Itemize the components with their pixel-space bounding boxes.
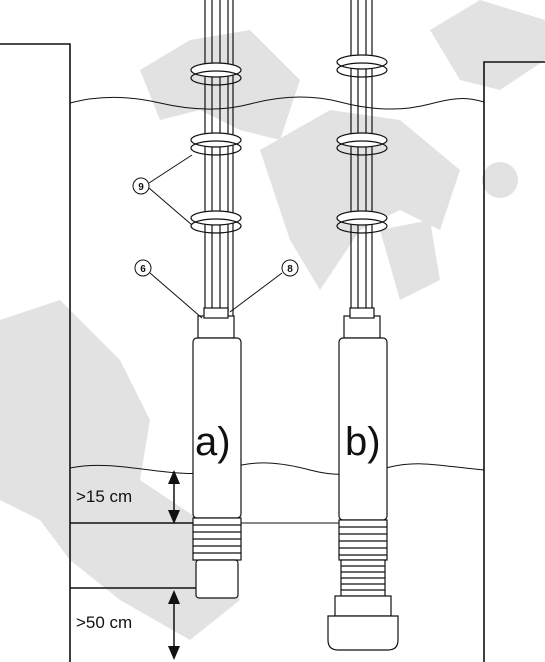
dimension-lower-label: >50 cm [76,613,132,632]
minimum-level-line [69,462,485,475]
cable-tie [336,210,388,234]
dimension-upper [70,470,339,524]
callout-6: 6 [134,259,203,319]
dimension-upper-label: >15 cm [76,487,132,506]
dimension-lower [70,587,196,660]
callout-cable-ties: 9 [132,154,193,226]
water-surface-line [69,96,485,110]
watermark [0,0,545,640]
callout-9-number: 9 [138,182,144,193]
cable-tie [336,132,388,156]
pump-b [327,0,399,651]
callout-8-number: 8 [287,264,293,275]
pump-b-label: b) [345,420,381,464]
pump-a-label: a) [195,420,231,464]
callout-8: 8 [229,259,299,313]
cable-tie [190,210,242,234]
cable-tie [190,62,242,86]
pump-a [190,0,242,599]
well-walls [0,43,545,662]
cable-tie [336,54,388,78]
callout-6-number: 6 [140,264,146,275]
cable-tie [190,132,242,156]
